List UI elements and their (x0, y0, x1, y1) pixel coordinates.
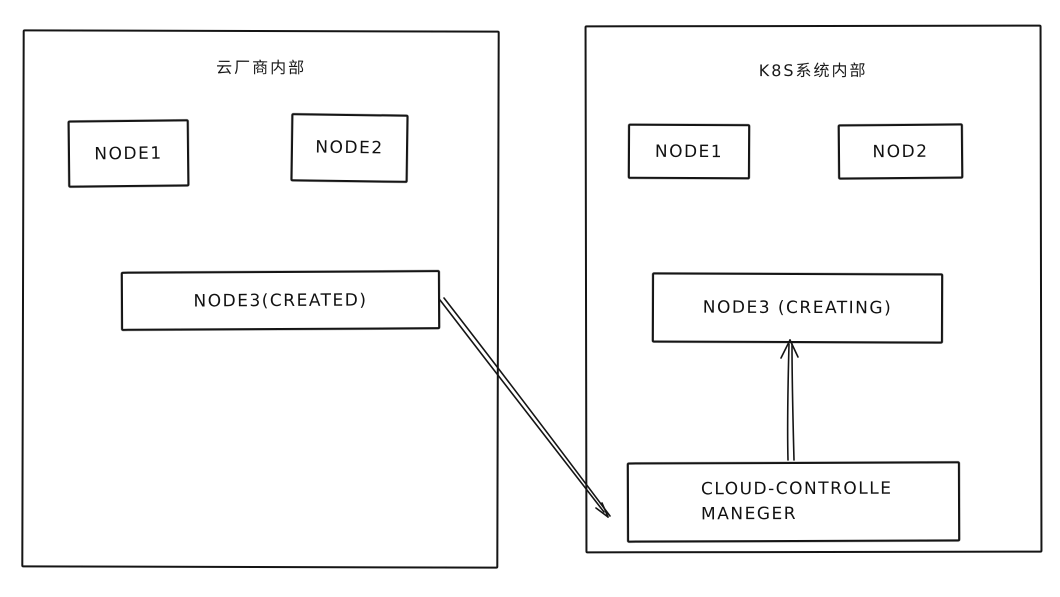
cloud-node1-label: NODE1 (94, 143, 163, 164)
k8s-node2-box: NOD2 (837, 123, 964, 180)
ccm-label-line1: CLOUD-CONTROLLE (700, 478, 893, 499)
k8s-node1-label: NODE1 (654, 141, 724, 162)
cloud-node3-created-label: NODE3(CREATED) (193, 290, 368, 311)
cloud-node2-label: NODE2 (315, 137, 384, 159)
cloud-node1-box: NODE1 (67, 119, 190, 188)
k8s-node1-box: NODE1 (627, 123, 751, 180)
cloud-vendor-panel-title: 云厂商内部 (216, 57, 307, 78)
cloud-node3-created-box: NODE3(CREATED) (120, 270, 441, 331)
cloud-node2-box: NODE2 (290, 113, 409, 183)
k8s-panel-title: K8S系统内部 (758, 60, 868, 81)
k8s-node3-creating-box: NODE3 (CREATING) (651, 272, 944, 344)
k8s-node3-creating-label: NODE3 (CREATING) (702, 297, 893, 319)
k8s-node2-label: NOD2 (872, 141, 929, 162)
ccm-label-line2: MANEGER (701, 503, 798, 525)
cloud-controller-manager-box: CLOUD-CONTROLLE MANEGER (626, 461, 961, 543)
